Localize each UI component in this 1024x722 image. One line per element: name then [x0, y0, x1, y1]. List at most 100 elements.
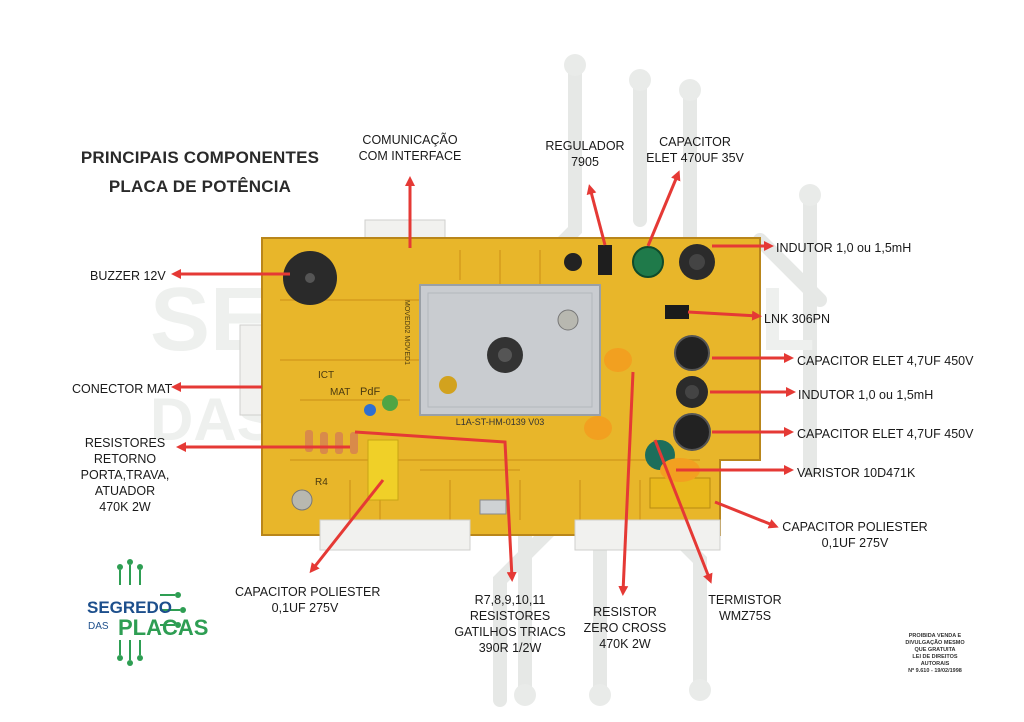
label-conector-mat: CONECTOR MAT [72, 381, 172, 397]
label-line: RESISTORES [469, 609, 551, 623]
label-indutor-top: INDUTOR 1,0 ou 1,5mH [776, 240, 956, 256]
lnk-chip [665, 305, 689, 319]
callout-arrows [171, 170, 796, 596]
label-cap-elet-1: CAPACITOR ELET 4,7UF 450V [797, 353, 987, 369]
page-title-line2: PLACA DE POTÊNCIA [108, 177, 292, 196]
label-line: 390R 1/2W [478, 641, 542, 655]
label-capacitor-poliester-left: CAPACITOR POLIESTER 0,1UF 275V [235, 584, 381, 616]
label-line: RESISTOR [593, 605, 657, 619]
watermark-letters: SE DAS L [150, 270, 815, 453]
label-line: ZERO CROSS [583, 621, 667, 635]
label-line: CONECTOR MAT [72, 382, 173, 396]
notice-line: Nº 9.610 - 19/02/1998 [908, 668, 962, 674]
capacitor-470uf [632, 246, 664, 278]
arrow-r7-11 [354, 430, 517, 582]
label-cap-elet-2: CAPACITOR ELET 4,7UF 450V [797, 426, 987, 442]
label-varistor: VARISTOR 10D471K [797, 465, 957, 481]
arrow-capacitor-470 [646, 170, 681, 247]
logo-line2: DAS [88, 621, 109, 632]
page-title-line1: PRINCIPAIS COMPONENTES [80, 148, 320, 167]
label-line: ELET 470UF 35V [646, 151, 744, 165]
label-buzzer: BUZZER 12V [90, 268, 170, 284]
arrow-regulador [586, 184, 607, 246]
capacitor-small [564, 253, 582, 271]
capacitor-elet-1 [674, 335, 710, 371]
screw-hole-left [291, 489, 313, 511]
screw-hole-right [557, 309, 579, 331]
label-line: REGULADOR [545, 139, 625, 153]
logo-line3: PLACAS [118, 615, 209, 640]
crystal [479, 499, 507, 515]
label-capacitor-470: CAPACITOR ELET 470UF 35V [635, 134, 755, 166]
notice-line: AUTORAIS [920, 661, 950, 667]
silk-serial: MOVED02 MOVED1 [403, 300, 410, 365]
label-line: WMZ75S [718, 609, 772, 623]
label-line: CAPACITOR [659, 135, 731, 149]
orange-cap-2 [584, 416, 612, 440]
label-line: ATUADOR [94, 484, 156, 498]
shield-code: L1A-ST-HM-0139 V03 [456, 417, 545, 427]
label-line: 470K 2W [599, 637, 651, 651]
label-line: TERMISTOR [708, 593, 782, 607]
label-capacitor-poliester-right: CAPACITOR POLIESTER 0,1UF 275V [780, 519, 930, 551]
label-line: COM INTERFACE [358, 149, 462, 163]
arrow-zero-cross [618, 371, 635, 596]
silk-mat: MAT [330, 387, 350, 398]
label-line: GATILHOS TRIACS [454, 625, 566, 639]
label-termistor: TERMISTOR WMZ75S [695, 592, 795, 624]
label-resistor-zero-cross: RESISTOR ZERO CROSS 470K 2W [575, 604, 675, 652]
label-indutor-mid: INDUTOR 1,0 ou 1,5mH [798, 387, 978, 403]
poliester-cap-left [367, 439, 399, 501]
label-resistores-retorno: RESISTORES RETORNO PORTA,TRAVA, ATUADOR 470K… [70, 435, 180, 515]
connector-mat [239, 324, 266, 416]
label-line: CAPACITOR ELET 4,7UF 450V [797, 354, 974, 368]
label-line: LNK 306PN [764, 312, 831, 326]
label-line: VARISTOR 10D471K [797, 466, 916, 480]
orange-cap-1 [604, 348, 632, 372]
label-line: CAPACITOR ELET 4,7UF 450V [797, 427, 974, 441]
label-line: 0,1UF 275V [271, 601, 339, 615]
capacitor-elet-2 [673, 413, 711, 451]
label-line: RETORNO [93, 452, 157, 466]
label-comunicacao: COMUNICAÇÃO COM INTERFACE [350, 132, 470, 164]
silk-pdf: PdF [360, 386, 380, 398]
silk-ct: ICT [318, 370, 334, 381]
logo-nodes [117, 559, 186, 666]
label-line: 0,1UF 275V [821, 536, 889, 550]
regulator-component [598, 245, 612, 275]
arrow-termistor [653, 439, 713, 584]
label-line: RESISTORES [84, 436, 166, 450]
shield-hole [439, 376, 457, 394]
label-line: PORTA,TRAVA, [80, 468, 170, 482]
trimmer-blue [364, 404, 376, 416]
label-line: 470K 2W [99, 500, 151, 514]
label-line: R7,8,9,10,11 [474, 593, 546, 607]
logo-line1: SEGREDO [87, 598, 173, 617]
silk-r: R4 [315, 477, 328, 488]
connector-bottom-right [574, 519, 721, 551]
label-lnk: LNK 306PN [764, 311, 884, 327]
notice-line: QUE GRATUITA [914, 647, 956, 653]
label-line: COMUNICAÇÃO [362, 133, 458, 147]
notice-line: LEI DE DIREITOS [912, 654, 958, 660]
label-line: BUZZER 12V [90, 269, 166, 283]
label-line: INDUTOR 1,0 ou 1,5mH [776, 241, 912, 255]
label-line: CAPACITOR POLIESTER [782, 520, 928, 534]
trimmer-green [382, 395, 398, 411]
arrow-lnk [687, 310, 762, 321]
watermark-nodes [514, 54, 821, 706]
notice-line: DIVULGAÇÃO MESMO [905, 640, 965, 646]
arrow-poliester-right [714, 500, 779, 529]
label-line: 7905 [571, 155, 599, 169]
label-regulador: REGULADOR 7905 [540, 138, 630, 170]
label-line: CAPACITOR POLIESTER [235, 585, 381, 599]
label-line: INDUTOR 1,0 ou 1,5mH [798, 388, 934, 402]
connector-bottom-left [319, 519, 471, 551]
logo-circuit [119, 565, 180, 660]
arrow-poliester-left [309, 479, 385, 574]
notice-line: PROIBIDA VENDA E [908, 633, 962, 639]
